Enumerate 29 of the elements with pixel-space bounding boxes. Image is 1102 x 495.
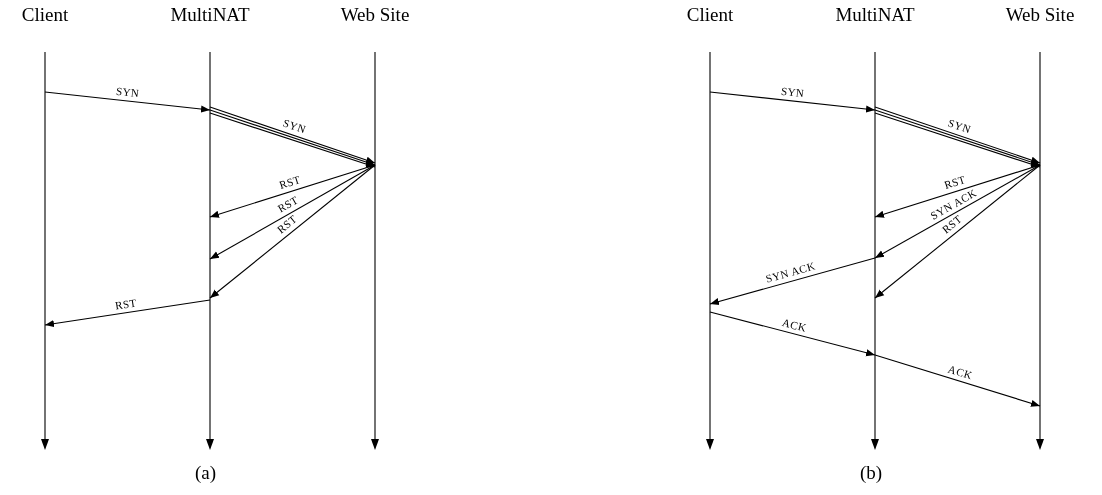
edge-label: SYN bbox=[947, 117, 974, 136]
participant-label: Web Site bbox=[339, 4, 411, 26]
participant-label: MultiNAT bbox=[169, 4, 251, 26]
message-arrow bbox=[709, 91, 876, 113]
edge-label: SYN bbox=[115, 84, 141, 100]
message-arrow bbox=[209, 164, 376, 218]
participant-label: Client bbox=[20, 4, 70, 26]
edge-label: SYN bbox=[780, 84, 806, 100]
message-arrow bbox=[709, 257, 876, 306]
panel-caption: (a) bbox=[195, 462, 217, 484]
edge-label: RST bbox=[277, 173, 302, 192]
message-arrow bbox=[874, 164, 1041, 218]
message-arrow bbox=[209, 164, 376, 299]
participant-label: Web Site bbox=[1004, 4, 1076, 26]
message-arrow bbox=[44, 299, 211, 328]
panel-caption: (b) bbox=[860, 462, 883, 484]
edge-label: ACK bbox=[946, 362, 974, 382]
edge-label: ACK bbox=[781, 315, 809, 334]
edge-label: RST bbox=[275, 193, 301, 215]
message-arrow bbox=[874, 164, 1041, 299]
edge-label: SYN bbox=[282, 117, 309, 136]
message-arrow bbox=[709, 311, 876, 357]
message-arrow bbox=[44, 91, 211, 113]
participant-label: Client bbox=[685, 4, 735, 26]
participant-label: MultiNAT bbox=[834, 4, 916, 26]
edge-label: RST bbox=[114, 296, 138, 312]
edge-label: RST bbox=[942, 173, 967, 192]
edge-label: SYN ACK bbox=[763, 259, 817, 285]
message-arrow bbox=[874, 354, 1041, 407]
